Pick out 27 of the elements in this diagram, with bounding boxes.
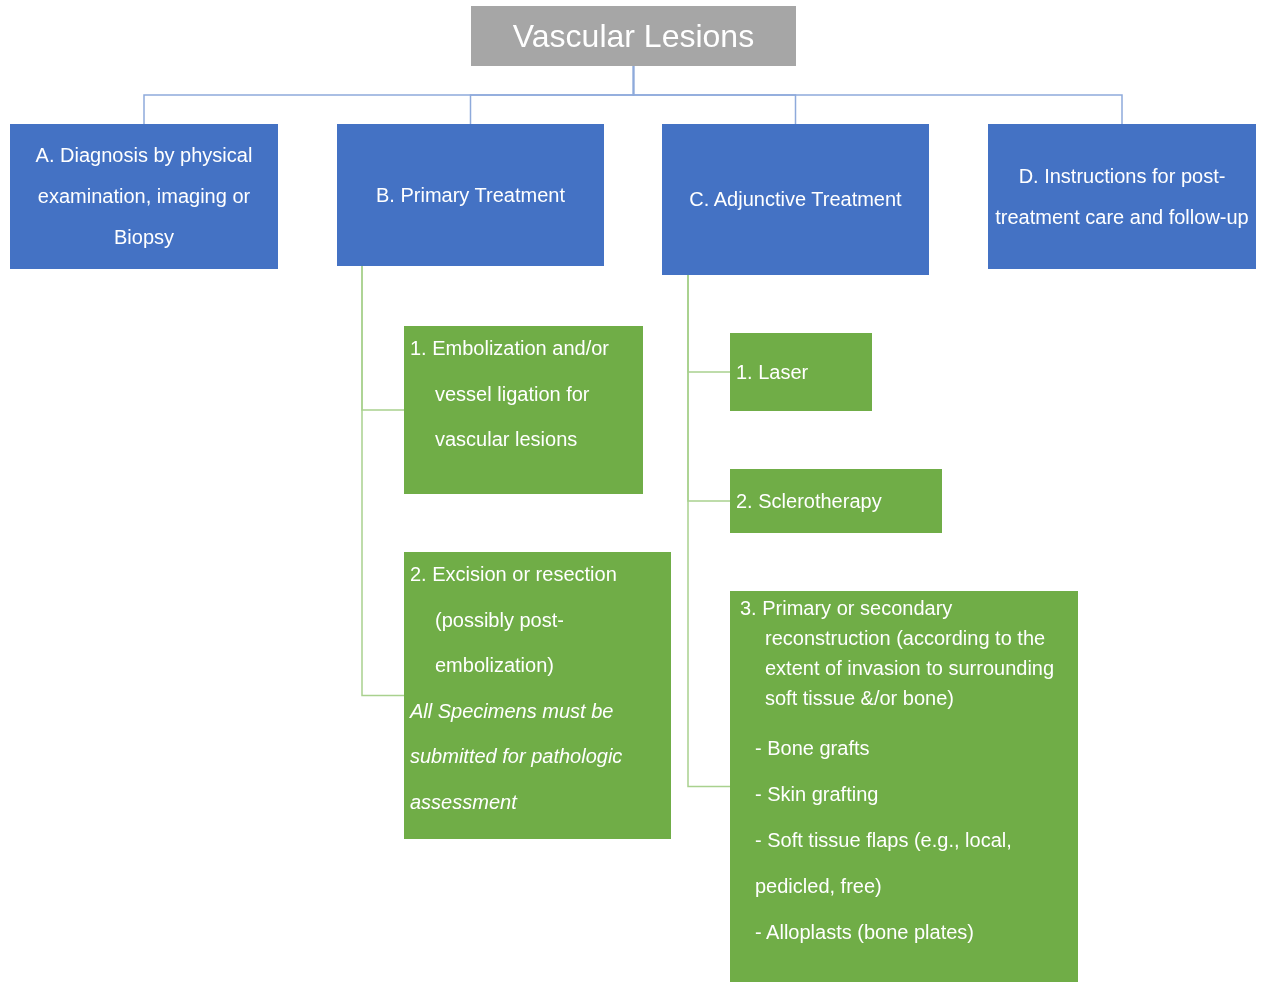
box-text: C. Adjunctive Treatment — [689, 187, 902, 212]
list-item-text: - Bone grafts — [754, 736, 871, 761]
connector-line — [632, 65, 1123, 125]
box-text: 3. Primary or secondary reconstruction (according to the extent of invasion to surrounding soft tissue &/or bone) — [740, 596, 1056, 711]
step-box — [730, 469, 942, 533]
title-text: Vascular Lesions — [512, 17, 755, 56]
box-text: 1. Embolization and/or vessel ligation for vascular lesions — [410, 336, 610, 452]
box-text: 2. Excision or resection (possibly post-embolization) — [410, 562, 618, 678]
category-box — [10, 124, 278, 269]
list-item-text: - Skin grafting — [754, 782, 880, 807]
list-item-text: - Alloplasts (bone plates) — [754, 920, 975, 945]
note-text: All Specimens must be submitted for pathologic assessment — [410, 698, 624, 815]
box-text: 2. Sclerotherapy — [736, 489, 882, 514]
connector-line — [361, 265, 405, 697]
title-box — [471, 6, 796, 66]
list-item-text: - Soft tissue flaps (e.g., local, pedicled, free) — [754, 828, 1013, 899]
box-text: 1. Laser — [736, 360, 809, 385]
step-box — [730, 333, 872, 411]
box-text: A. Diagnosis by physical examination, imaging or Biopsy — [34, 143, 254, 250]
step-box — [730, 591, 1078, 982]
box-text: B. Primary Treatment — [376, 182, 565, 208]
category-box — [988, 124, 1256, 269]
category-box — [662, 124, 929, 275]
step-box — [404, 552, 671, 839]
category-box — [337, 124, 604, 266]
box-text: D. Instructions for post-treatment care and follow-up — [994, 163, 1250, 230]
step-box — [404, 326, 643, 494]
